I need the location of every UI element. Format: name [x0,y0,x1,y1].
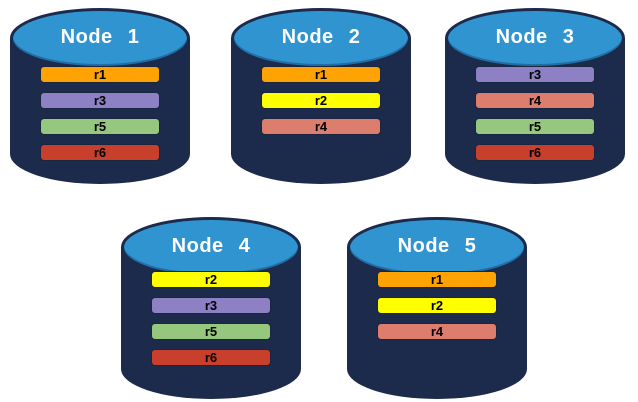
replica-bar-r1: r1 [40,66,160,83]
cylinder-top: Node 4 [124,220,298,275]
node-title: Node 1 [60,26,140,48]
replica-list: r1 r3 r5 r6 [40,66,160,170]
node-title: Node 2 [281,26,361,48]
cylinder-top: Node 2 [234,11,408,66]
replica-list: r1 r2 r4 [261,66,381,144]
node-2-cylinder: Node 2 r1 r2 r4 [231,8,411,184]
node-title: Node 5 [397,235,477,257]
replica-bar-r2: r2 [151,271,271,288]
replica-bar-r6: r6 [151,349,271,366]
replica-bar-r5: r5 [151,323,271,340]
node-3-cylinder: Node 3 r3 r4 r5 r6 [445,8,625,184]
replica-bar-r3: r3 [40,92,160,109]
node-5-cylinder: Node 5 r1 r2 r4 [347,217,527,399]
replica-bar-r4: r4 [261,118,381,135]
replica-bar-r6: r6 [475,144,595,161]
replica-bar-r4: r4 [377,323,497,340]
replica-list: r2 r3 r5 r6 [151,271,271,375]
node-4-cylinder: Node 4 r2 r3 r5 r6 [121,217,301,399]
cylinder-top: Node 1 [13,11,187,66]
cylinder-top: Node 3 [448,11,622,66]
replica-bar-r3: r3 [151,297,271,314]
replica-bar-r2: r2 [377,297,497,314]
replica-bar-r2: r2 [261,92,381,109]
replica-bar-r5: r5 [40,118,160,135]
replica-bar-r5: r5 [475,118,595,135]
replica-list: r3 r4 r5 r6 [475,66,595,170]
replica-bar-r6: r6 [40,144,160,161]
node-title: Node 3 [495,26,575,48]
replica-bar-r4: r4 [475,92,595,109]
replica-list: r1 r2 r4 [377,271,497,349]
replica-bar-r3: r3 [475,66,595,83]
node-1-cylinder: Node 1 r1 r3 r5 r6 [10,8,190,184]
node-title: Node 4 [171,235,251,257]
replica-bar-r1: r1 [261,66,381,83]
replica-bar-r1: r1 [377,271,497,288]
cylinder-top: Node 5 [350,220,524,275]
